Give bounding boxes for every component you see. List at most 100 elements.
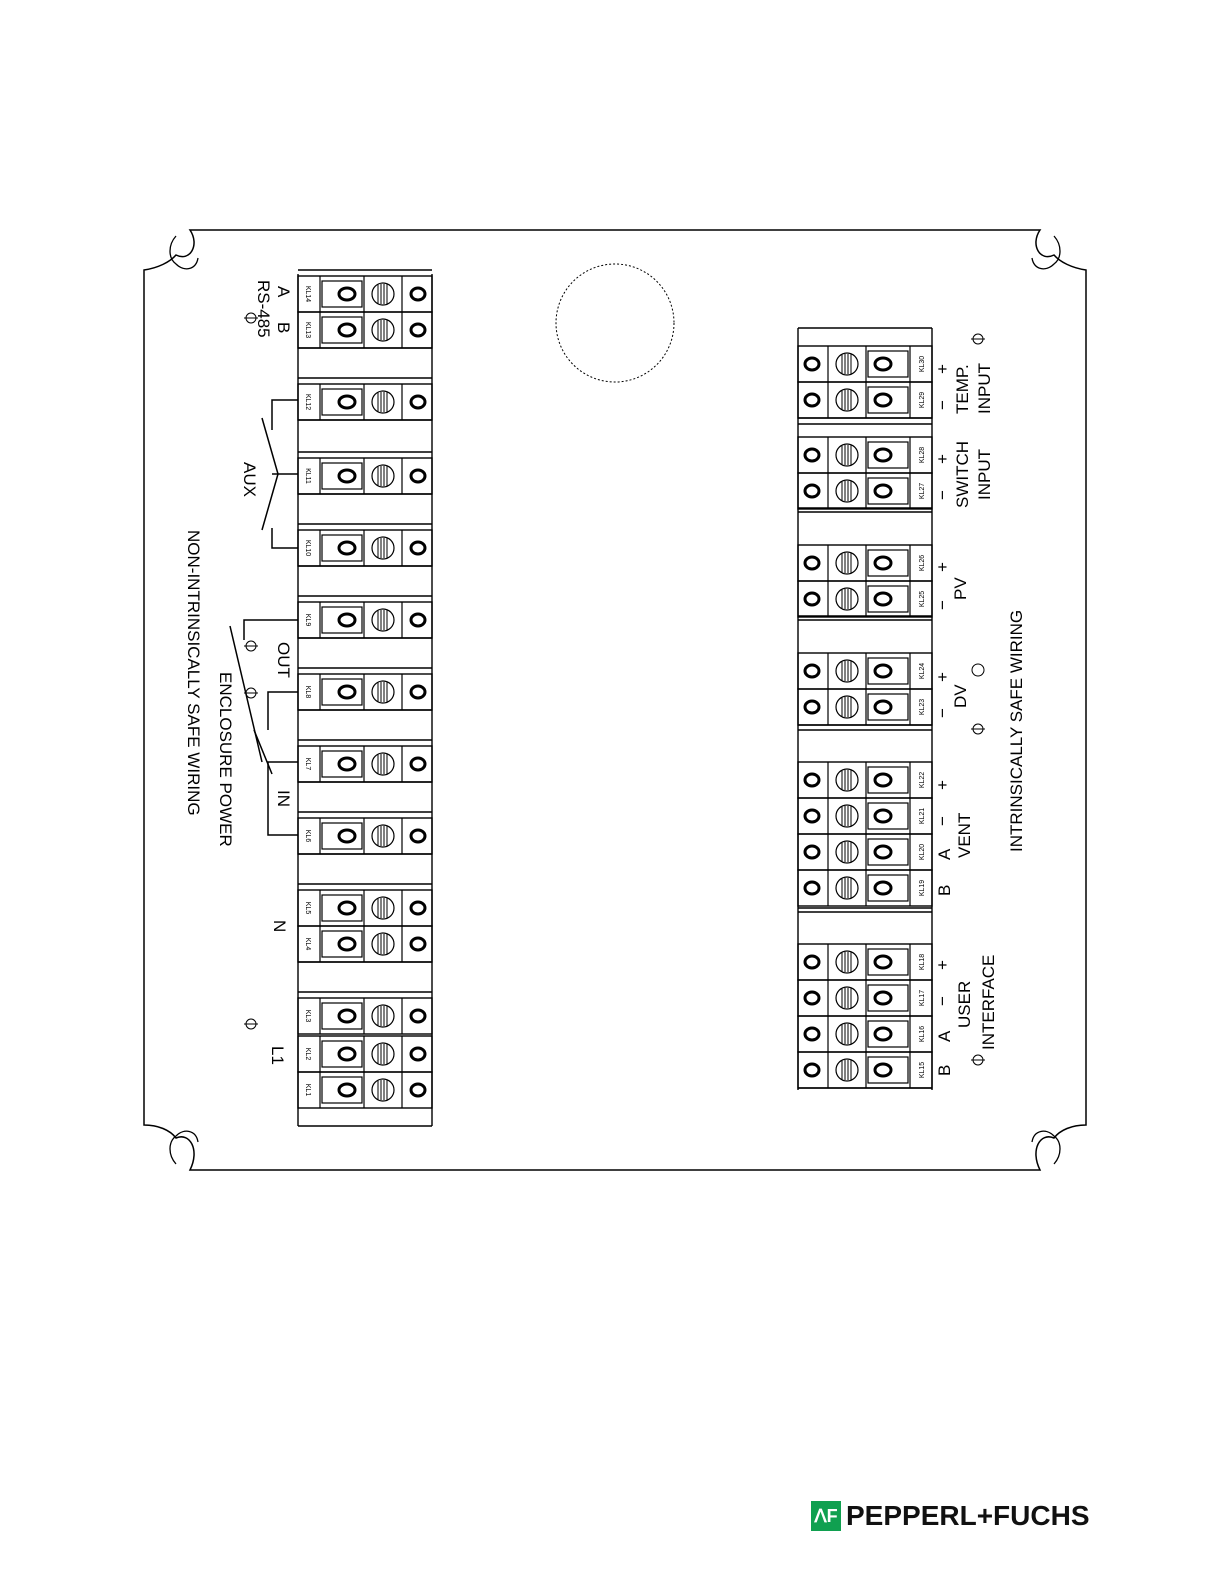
terminal-kl3: KL3: [297, 997, 433, 1035]
label-n: N: [270, 920, 289, 932]
a-vent: A: [935, 848, 954, 860]
polarity-markers: + − + − + − + − + − A B + − A B: [933, 364, 954, 1076]
label-l1: L1: [268, 1046, 287, 1065]
terminal-label: KL27: [919, 483, 926, 499]
terminal-label: KL2: [304, 1048, 311, 1061]
aux-switch-wiring: [261, 399, 298, 549]
terminal-label: KL7: [304, 758, 311, 771]
label-temp: TEMP.: [953, 364, 972, 414]
logo-mark-icon: ᐱF: [811, 1501, 841, 1531]
right-title: INTRINSICALLY SAFE WIRING: [1007, 610, 1026, 852]
terminal-kl2: KL2: [297, 1035, 433, 1073]
plus-pv: +: [933, 562, 952, 572]
terminal-kl10: KL10: [297, 529, 433, 567]
terminal-kl23: KL23: [797, 688, 933, 726]
label-vent: VENT: [955, 813, 974, 858]
terminal-label: KL25: [919, 591, 926, 607]
terminal-label: KL29: [919, 392, 926, 408]
label-a: A: [274, 286, 293, 298]
plus-temp: +: [933, 364, 952, 374]
terminal-label: KL19: [919, 880, 926, 896]
terminal-label: KL15: [919, 1062, 926, 1078]
terminal-label: KL20: [919, 844, 926, 860]
terminal-label: KL26: [919, 555, 926, 571]
terminal-label: KL24: [919, 663, 926, 679]
b-vent: B: [935, 885, 954, 896]
terminal-kl8: KL8: [297, 673, 433, 711]
left-title: NON-INTRINSICALLY SAFE WIRING: [184, 530, 203, 816]
terminal-kl15: KL15: [797, 1051, 933, 1089]
terminal-label: KL10: [304, 540, 311, 556]
plus-ui: +: [933, 960, 952, 970]
terminal-kl24: KL24: [797, 652, 933, 690]
terminal-kl21: KL21: [797, 797, 933, 835]
terminal-label: KL22: [919, 772, 926, 788]
terminal-kl1: KL1: [297, 1071, 433, 1109]
terminal-label: KL8: [304, 686, 311, 699]
terminal-kl11: KL11: [297, 457, 433, 495]
terminal-label: KL12: [304, 394, 311, 410]
terminal-kl16: KL16: [797, 1015, 933, 1053]
minus-switch: −: [933, 490, 952, 500]
pepperl-fuchs-logo: ᐱF PEPPERL+FUCHS: [811, 1500, 1090, 1532]
terminal-label: KL5: [304, 902, 311, 915]
terminal-label: KL13: [304, 322, 311, 338]
terminal-kl20: KL20: [797, 833, 933, 871]
terminal-label: KL16: [919, 1026, 926, 1042]
terminal-label: KL11: [304, 468, 311, 484]
terminal-kl28: KL28: [797, 436, 933, 474]
label-out: OUT: [274, 642, 293, 678]
terminal-kl17: KL17: [797, 979, 933, 1017]
terminal-label: KL21: [919, 808, 926, 824]
terminal-label: KL28: [919, 447, 926, 463]
terminal-kl4: KL4: [297, 925, 433, 963]
label-temp-input: INPUT: [975, 363, 994, 414]
label-in: IN: [274, 790, 293, 807]
enclosure-power-label: ENCLOSURE POWER: [216, 672, 235, 847]
plus-switch: +: [933, 454, 952, 464]
terminal-kl25: KL25: [797, 580, 933, 618]
terminal-label: KL9: [304, 614, 311, 627]
terminal-label: KL23: [919, 699, 926, 715]
terminal-kl22: KL22: [797, 761, 933, 799]
label-b: B: [274, 322, 293, 333]
terminal-label: KL17: [919, 990, 926, 1006]
label-switch: SWITCH: [953, 441, 972, 508]
terminal-label: KL4: [304, 938, 311, 951]
a-ui: A: [935, 1030, 954, 1042]
terminal-kl19: KL19: [797, 869, 933, 907]
label-aux: AUX: [240, 462, 259, 497]
terminal-kl30: KL30: [797, 345, 933, 383]
right-terminal-strip: KL30KL29KL28KL27KL26KL25KL24KL23KL22KL21…: [797, 327, 933, 1090]
terminal-label: KL18: [919, 954, 926, 970]
board-outline: [143, 229, 1087, 1171]
terminal-label: KL1: [304, 1084, 311, 1097]
terminal-kl7: KL7: [297, 745, 433, 783]
terminal-kl18: KL18: [797, 943, 933, 981]
terminal-kl14: KL14: [297, 275, 433, 313]
plus-dv: +: [933, 672, 952, 682]
logo-text: PEPPERL+FUCHS: [846, 1500, 1090, 1531]
terminal-kl6: KL6: [297, 817, 433, 855]
cable-entry-hole: [555, 263, 675, 383]
terminal-kl13: KL13: [297, 311, 433, 349]
minus-pv: −: [933, 600, 952, 610]
terminal-kl29: KL29: [797, 381, 933, 419]
terminal-label: KL14: [304, 286, 311, 302]
terminal-kl9: KL9: [297, 601, 433, 639]
terminal-label: KL3: [304, 1010, 311, 1023]
terminal-kl27: KL27: [797, 472, 933, 510]
minus-dv: −: [933, 708, 952, 718]
label-switch-input: INPUT: [975, 449, 994, 500]
terminal-label: KL6: [304, 830, 311, 843]
terminal-kl12: KL12: [297, 383, 433, 421]
label-dv: DV: [951, 684, 970, 708]
terminal-kl26: KL26: [797, 544, 933, 582]
ground-symbols: [244, 312, 985, 1066]
label-interface: INTERFACE: [979, 955, 998, 1050]
label-rs485: RS-485: [254, 280, 273, 338]
label-user: USER: [955, 981, 974, 1028]
minus-vent: −: [933, 816, 952, 826]
label-pv: PV: [951, 577, 970, 600]
